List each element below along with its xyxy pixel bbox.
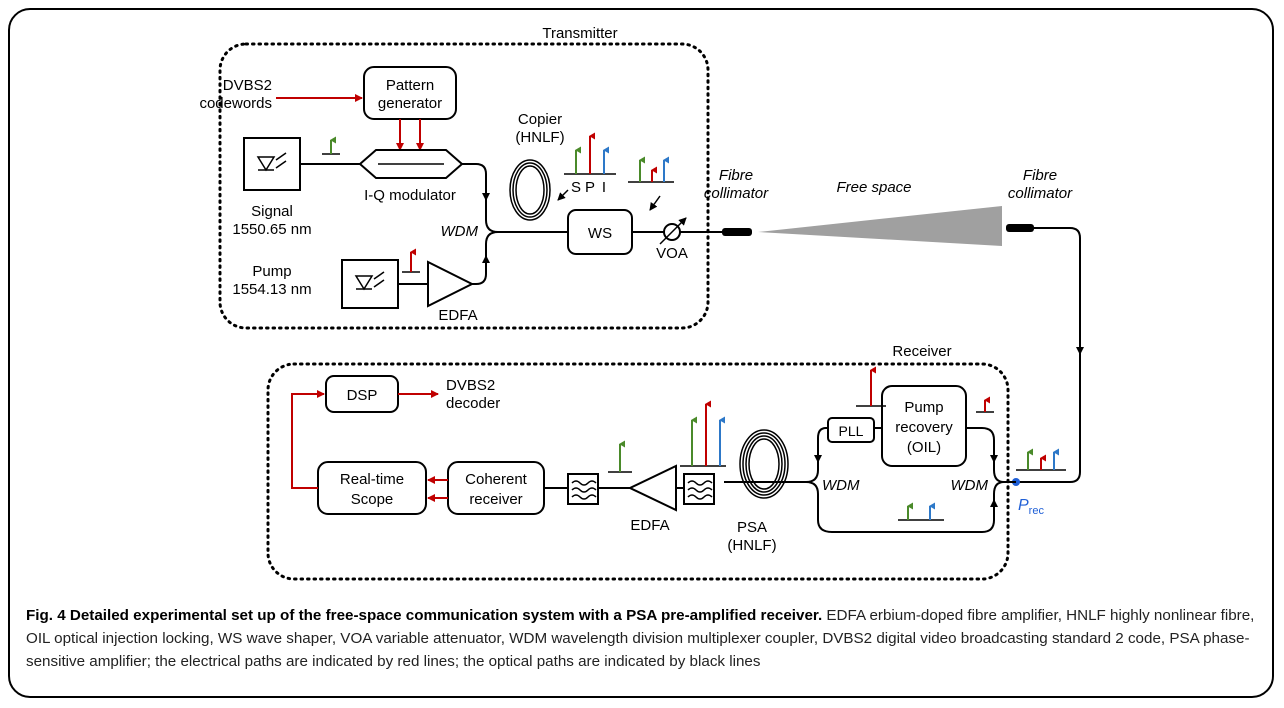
- pump-laser: [341, 259, 399, 309]
- pattern-generator-label: Pattern: [386, 77, 434, 94]
- signal-spectrum-icon: [322, 136, 340, 155]
- ws-pointer: [649, 195, 661, 211]
- spi-i: I: [602, 179, 606, 196]
- transmitter-box: [218, 42, 710, 330]
- pump-laser-icon: [354, 271, 385, 291]
- tx-collimator-label-2: collimator: [704, 185, 769, 202]
- decoder-label-2: decoder: [446, 395, 500, 412]
- psa-label-2: (HNLF): [727, 537, 776, 554]
- wave-shaper-label: WS: [588, 225, 612, 242]
- rx-wdm-label-right: WDM: [951, 477, 989, 494]
- spi-s: S: [571, 179, 581, 196]
- ps-spectrum-icon: [898, 502, 944, 521]
- rx-wdm-label-left: WDM: [822, 477, 860, 494]
- tx-collimator: [722, 228, 752, 236]
- dsp-label: DSP: [347, 387, 378, 404]
- filter-1-icon: [687, 480, 713, 500]
- coherent-receiver-label-2: receiver: [469, 491, 522, 508]
- link-fibre: [1016, 227, 1081, 483]
- receiver-box: [266, 362, 1010, 581]
- psa-label: PSA: [737, 519, 767, 536]
- copier-coil: [509, 159, 551, 221]
- pattern-generator-label-2: generator: [378, 95, 442, 112]
- receiver-label: Receiver: [892, 343, 951, 360]
- pll-label: PLL: [839, 423, 864, 439]
- transmitter-label: Transmitter: [542, 25, 617, 42]
- rx-collimator: [1006, 224, 1034, 232]
- pump-wavelength: 1554.13 nm: [232, 281, 311, 298]
- scope-label: Real-time: [340, 471, 404, 488]
- tx-edfa-label: EDFA: [438, 307, 477, 324]
- pump-spectrum-icon: [402, 248, 420, 273]
- edfa-out-spectrum-icon: [608, 440, 632, 473]
- ws-spectrum-icon: [628, 156, 674, 183]
- coherent-receiver-label: Coherent: [465, 471, 528, 488]
- spi-p: P: [585, 179, 595, 196]
- signal-laser: [243, 137, 301, 191]
- rx-collimator-label: Fibre: [1023, 167, 1057, 184]
- signal-laser-icon: [256, 152, 287, 172]
- signal-label: Signal: [251, 203, 293, 220]
- pump-recovery-label-3: (OIL): [907, 439, 941, 456]
- caption-body: EDFA erbium-doped fibre amplifier, HNLF …: [26, 607, 1255, 670]
- tx-collimator-label: Fibre: [719, 167, 753, 184]
- input-label: DVBS2: [223, 77, 272, 94]
- figure-caption: Fig. 4 Detailed experimental set up of t…: [26, 604, 1266, 673]
- filter-2-icon: [571, 480, 597, 500]
- pump-return-path: [805, 427, 828, 483]
- rx-wdm-lower-path: [805, 481, 1005, 533]
- recovered-pump-spectrum-icon: [976, 396, 994, 413]
- pll-spectrum-icon: [856, 366, 886, 407]
- tx-edfa: [427, 260, 475, 308]
- pump-recovery-label: Pump: [904, 399, 943, 416]
- copier-label-2: (HNLF): [515, 129, 564, 146]
- copier-label: Copier: [518, 111, 562, 128]
- received-spectrum-icon: [1016, 448, 1066, 471]
- voa-label: VOA: [656, 245, 688, 262]
- pump-label: Pump: [252, 263, 291, 280]
- caption-title: Fig. 4 Detailed experimental set up of t…: [26, 607, 823, 624]
- pump-recovery: [881, 385, 967, 467]
- spi-spectrum-icon: [564, 132, 616, 175]
- pump-to-wdm-fibre: [472, 231, 499, 285]
- signal-wavelength: 1550.65 nm: [232, 221, 311, 238]
- voa-adjust-arrow: [659, 217, 687, 245]
- setup-diagram: Transmitter Receiver DVBS2 codewords Pat…: [199, 25, 1084, 581]
- pattern-generator: [363, 66, 457, 120]
- rx-edfa: [627, 464, 677, 512]
- tx-wdm-label: WDM: [441, 223, 479, 240]
- prec-label: Prec: [1018, 497, 1044, 517]
- free-space-label: Free space: [836, 179, 911, 196]
- psa-coil: [739, 429, 789, 499]
- input-label-2: codewords: [199, 95, 272, 112]
- scope-label-2: Scope: [351, 491, 394, 508]
- amplified-spectrum-icon: [680, 400, 726, 467]
- free-space-beam: [758, 206, 1002, 246]
- signal-to-wdm-fibre: [462, 163, 499, 233]
- decoder-label: DVBS2: [446, 377, 495, 394]
- pll: [827, 417, 875, 443]
- iq-modulator-label: I-Q modulator: [364, 187, 456, 204]
- pump-recovery-label-2: recovery: [895, 419, 953, 436]
- electrical-scope-to-dsp: [291, 390, 325, 489]
- copier-pointer: [557, 189, 569, 201]
- coherent-receiver: [447, 461, 545, 515]
- rx-collimator-label-2: collimator: [1008, 185, 1073, 202]
- rx-edfa-label: EDFA: [630, 517, 669, 534]
